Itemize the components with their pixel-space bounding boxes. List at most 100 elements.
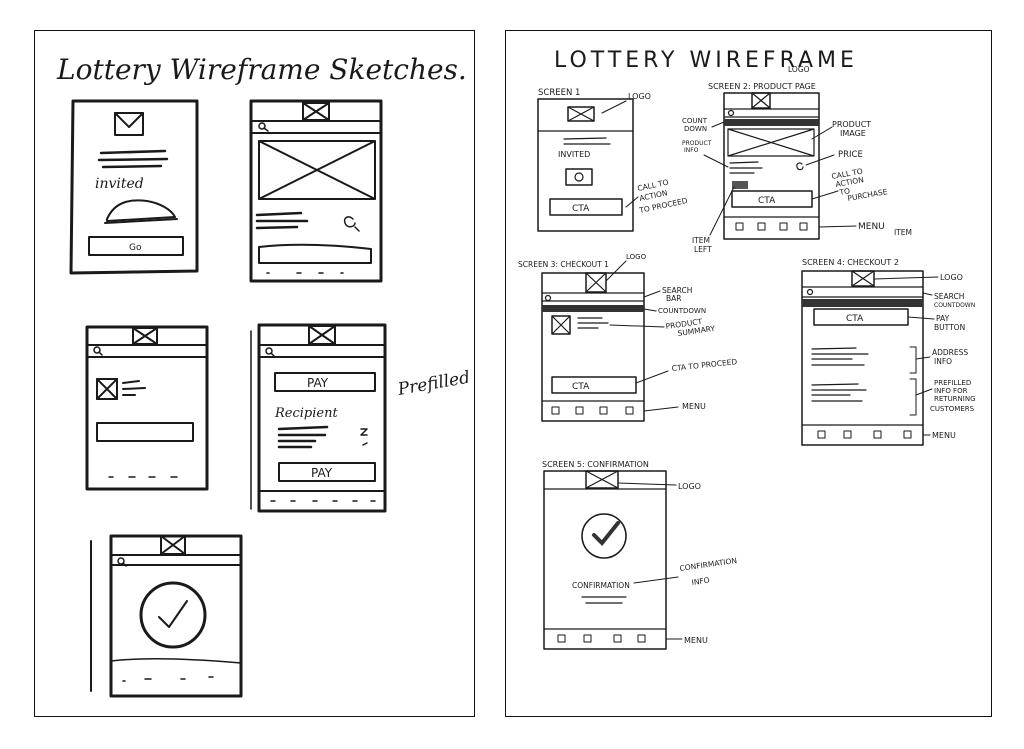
logo-placeholder-icon (751, 92, 771, 109)
screen-5-ann-logo: LOGO (678, 482, 701, 491)
screen-3-wireframe: SCREEN 3: CHECKOUT 1 LOGO CTA (518, 253, 738, 422)
sketch-product-screen (249, 99, 383, 283)
screen-5-ann-info-2: INFO (691, 576, 710, 587)
screen-5-wireframe: SCREEN 5: CONFIRMATION CONFIRMATION LOG (542, 460, 738, 650)
screen-5-label: SCREEN 5: CONFIRMATION (542, 460, 649, 469)
logo-placeholder-icon (851, 270, 875, 287)
product-thumbnail-icon (96, 378, 118, 400)
screen-2-cta-label: CTA (758, 196, 776, 206)
sketch-checkout-2-screen: PAY Recipient PAY (250, 323, 387, 513)
screen-2-label: SCREEN 2: PRODUCT PAGE (708, 82, 816, 91)
screen-4-ann-menu: MENU (932, 431, 956, 440)
screen-4-cta-label: CTA (846, 314, 864, 324)
screen-3-ann-menu: MENU (682, 402, 706, 411)
invited-text: invited (95, 176, 144, 192)
screen-2-ann-countdown-2: DOWN (684, 125, 707, 133)
screen-1-wireframe: SCREEN 1 INVITED CTA LOGO CALL TO ACTION… (537, 88, 689, 232)
screen-4-ann-prefilled-3: RETURNING (934, 395, 976, 403)
pay-button-bottom[interactable] (278, 462, 376, 482)
screen-1-invited: INVITED (558, 150, 590, 159)
screen-2-item-left-box (732, 181, 748, 189)
screen-2-wireframe: SCREEN 2: PRODUCT PAGE LOGO CTA (682, 65, 912, 254)
screen-5-ann-menu: MENU (684, 636, 708, 645)
screen-3-ann-search-1: SEARCH (662, 286, 692, 295)
right-wireframe-page: LOTTERY WIREFRAME SCREEN 1 INVITED CTA L… (505, 30, 992, 717)
screen-3-cta-button[interactable] (551, 376, 637, 394)
screen-3-cta-label: CTA (572, 382, 590, 392)
recipient-label: Recipient (274, 406, 338, 421)
logo-placeholder-icon (308, 325, 336, 345)
screen-4-ann-prefilled-4: CUSTOMERS (930, 405, 975, 413)
screen-2-ann-logo: LOGO (788, 65, 810, 74)
left-sketch-page: Lottery Wireframe Sketches. invited Go (34, 30, 475, 717)
logo-placeholder-icon (585, 272, 607, 293)
screen-2-ann-product-image-2: IMAGE (840, 129, 866, 138)
left-sketches-svg: Lottery Wireframe Sketches. invited Go (56, 53, 472, 698)
camera-icon (565, 168, 593, 186)
screen-4-ann-address-1: ADDRESS (932, 348, 968, 357)
screen-4-ann-logo: LOGO (940, 273, 963, 282)
search-icon (727, 109, 735, 117)
search-icon (265, 347, 275, 357)
screen-2-ann-cta-3: TO (838, 186, 851, 197)
logo-placeholder-icon (132, 327, 158, 345)
prefilled-note: Prefilled (395, 368, 471, 401)
screen-1-ann-logo: LOGO (628, 92, 651, 101)
checkmark-circle-icon (139, 581, 207, 649)
pay-button-bottom-label: PAY (311, 466, 333, 480)
screen-3-ann-search-2: BAR (666, 294, 682, 303)
screen-2-ann-cta-4: PURCHASE (847, 187, 889, 203)
screen-4-ann-prefilled-1: PREFILLED (934, 379, 971, 387)
pay-button-top[interactable] (274, 372, 376, 392)
screen-2-ann-product-info-2: INFO (684, 147, 699, 154)
search-icon (93, 346, 103, 356)
screen-5-confirmation: CONFIRMATION (572, 581, 630, 590)
sketch-confirmation-screen (90, 534, 243, 698)
menu-icons (817, 430, 912, 439)
search-icon (258, 122, 269, 132)
logo-placeholder-icon (585, 470, 619, 489)
menu-icons (557, 634, 646, 643)
screen-2-ann-item-left-2: LEFT (694, 245, 712, 254)
screen-4-ann-pay-1: PAY (936, 314, 950, 323)
screen-2-ann-menu-2: ITEM (894, 228, 912, 237)
screen-2-ann-product-info-1: PRODUCT (682, 140, 712, 147)
screen-5-ann-info-1: CONFIRMATION (679, 556, 738, 573)
screen-3-ann-countdown: COUNTDOWN (658, 307, 706, 315)
search-icon (117, 557, 127, 567)
right-wireframes-svg: LOTTERY WIREFRAME SCREEN 1 INVITED CTA L… (518, 48, 976, 650)
shoe-icon (104, 199, 178, 224)
screen-2-ann-countdown-1: COUNT (682, 117, 708, 125)
menu-icons (551, 406, 634, 415)
screen-1-cta-button[interactable] (549, 198, 623, 216)
go-button-label: Go (129, 243, 142, 253)
checkmark-circle-icon (581, 513, 627, 559)
sketch-invite-screen: invited Go (69, 99, 199, 275)
logo-placeholder-icon (160, 535, 186, 555)
screen-4-ann-search-2: COUNTDOWN (934, 302, 975, 309)
screen-3-label: SCREEN 3: CHECKOUT 1 (518, 260, 609, 269)
sketch-checkout-1-screen (85, 325, 209, 491)
pay-button-top-label: PAY (307, 376, 329, 390)
menu-icons (735, 222, 808, 231)
screen-3-ann-cta: CTA TO PROCEED (671, 357, 738, 373)
cta-button[interactable] (96, 422, 194, 442)
screen-4-ann-pay-2: BUTTON (934, 323, 965, 332)
go-button[interactable] (88, 236, 184, 256)
logo-placeholder-icon (567, 106, 595, 122)
screen-2-countdown-bar (724, 119, 819, 126)
screen-2-ann-item-left-1: ITEM (692, 236, 710, 245)
left-title: Lottery Wireframe Sketches. (56, 53, 467, 86)
screen-4-ann-address-2: INFO (934, 357, 952, 366)
screen-4-ann-prefilled-2: INFO FOR (934, 387, 968, 395)
screen-4-countdown-bar (802, 299, 923, 307)
screen-4-wireframe: SCREEN 4: CHECKOUT 2 CTA LO (801, 258, 976, 446)
screen-4-label: SCREEN 4: CHECKOUT 2 (802, 258, 899, 267)
screen-2-ann-menu-1: MENU (858, 222, 885, 232)
cta-button[interactable] (258, 243, 372, 264)
product-thumbnail-icon (551, 315, 571, 335)
screen-2-ann-product-image-1: PRODUCT (832, 120, 871, 129)
screen-4-ann-search-1: SEARCH (934, 292, 964, 301)
screen-2-ann-price: PRICE (838, 150, 863, 160)
right-title: LOTTERY WIREFRAME (554, 48, 858, 73)
